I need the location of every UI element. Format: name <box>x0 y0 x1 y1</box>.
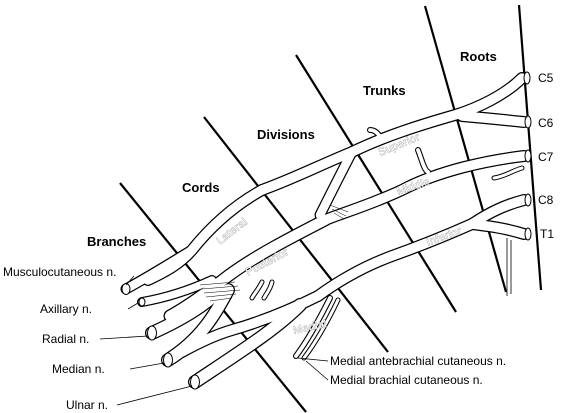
branch-label-medial-antebrachial: Medial antebrachial cutaneous n. <box>330 354 506 368</box>
branch-label-axillary: Axillary n. <box>40 302 92 316</box>
zone-label-branches: Branches <box>87 234 146 249</box>
divider-trunks-roots <box>423 5 508 293</box>
root-label-t1: T1 <box>540 227 554 241</box>
zone-dividers <box>119 4 543 413</box>
zone-label-trunks: Trunks <box>363 83 406 98</box>
branch-caps <box>121 283 200 390</box>
junction-hatching <box>199 204 349 302</box>
branch-label-ulnar: Ulnar n. <box>66 398 108 412</box>
zone-label-cords: Cords <box>182 180 220 195</box>
root-label-c5: C5 <box>538 71 554 85</box>
root-caps <box>523 71 532 241</box>
zone-label-roots: Roots <box>460 49 497 64</box>
divider-divisions-trunks <box>295 54 457 313</box>
branch-label-medial-brachial: Medial brachial cutaneous n. <box>330 373 483 387</box>
trunk-label-inferior: Inferior <box>425 225 464 249</box>
root-label-c6: C6 <box>538 116 554 130</box>
divider-roots-spine <box>517 4 543 291</box>
spinal-edge <box>506 238 512 296</box>
branch-label-median: Median n. <box>52 362 105 376</box>
root-label-c7: C7 <box>538 150 554 164</box>
branch-label-radial: Radial n. <box>42 332 89 346</box>
root-label-c8: C8 <box>538 193 554 207</box>
leader-lines <box>99 275 329 406</box>
zone-label-divisions: Divisions <box>257 127 315 142</box>
branch-label-musculocutaneous: Musculocutaneous n. <box>3 265 116 279</box>
nerve-fills <box>121 73 529 388</box>
